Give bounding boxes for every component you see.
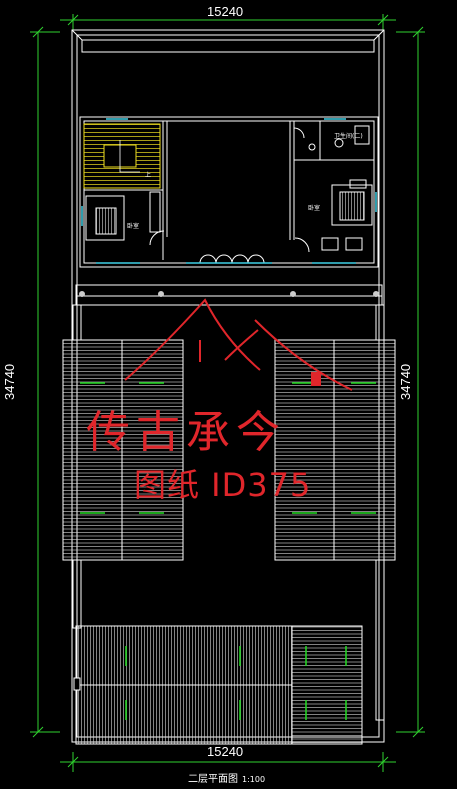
stair-up-label: 上 [145, 172, 152, 179]
bottom-width-dimension: 15240 [207, 744, 244, 759]
caption-title: 二层平面图 [188, 774, 238, 785]
watermark-drawing-id: 图纸 ID375 [134, 466, 312, 504]
left-height-dimension: 34740 [2, 363, 17, 400]
dimension-lines [30, 14, 425, 772]
caption-scale: 1:100 [242, 775, 266, 784]
top-width-dimension: 15240 [207, 4, 244, 19]
windows [81, 118, 377, 264]
watermark-logo [124, 298, 353, 391]
balcony-posts [79, 291, 379, 297]
roof-left [62, 339, 184, 561]
bedroom-left-label: 卧室 [127, 223, 140, 230]
drawing-caption: 二层平面图 1:100 [188, 770, 265, 785]
bedroom-right-label: 卧室 [308, 205, 321, 212]
staircase [83, 123, 161, 189]
main-rooms [72, 116, 385, 721]
roof-right [274, 339, 396, 561]
roof-bottom [73, 625, 363, 745]
stair-arrow [119, 140, 140, 173]
bathroom-label: 卫生间(二) [334, 133, 363, 140]
right-height-dimension: 34740 [398, 363, 413, 400]
watermark-title: 传古承今 [86, 407, 286, 458]
